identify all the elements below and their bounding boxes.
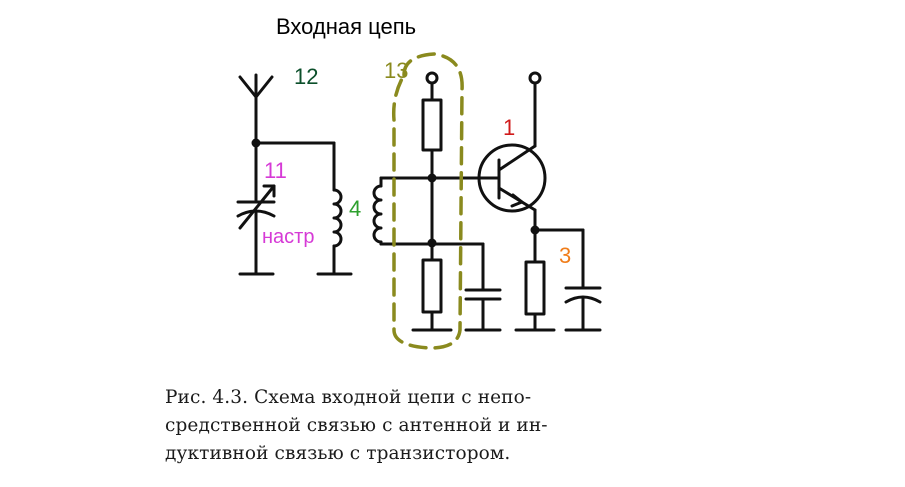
antenna-symbol xyxy=(238,73,274,145)
label-3: 3 xyxy=(559,243,572,268)
diagram-title: Входная цепь xyxy=(276,14,417,39)
caption-line-1: Рис. 4.3. Схема входной цепи с непо- xyxy=(165,387,532,408)
label-4: 4 xyxy=(349,196,362,221)
label-tuning: настр xyxy=(262,226,315,248)
caption-line-2: средственной связью с антенной и ин- xyxy=(165,415,548,436)
label-13: 13 xyxy=(384,58,409,83)
transistor-symbol xyxy=(477,71,547,262)
bypass-capacitor-symbol xyxy=(464,242,502,332)
label-1: 1 xyxy=(503,115,516,140)
label-12: 12 xyxy=(294,64,319,89)
label-11: 11 xyxy=(264,158,287,183)
emitter-network xyxy=(514,228,602,332)
bias-divider xyxy=(379,71,485,332)
caption-line-3: дуктивной связью с транзистором. xyxy=(165,443,511,464)
highlight-outline-13 xyxy=(391,52,464,350)
coupling-coil-symbol xyxy=(332,176,383,276)
figure-caption: Рис. 4.3. Схема входной цепи с непо- сре… xyxy=(165,384,725,468)
variable-capacitor-symbol xyxy=(236,141,276,276)
